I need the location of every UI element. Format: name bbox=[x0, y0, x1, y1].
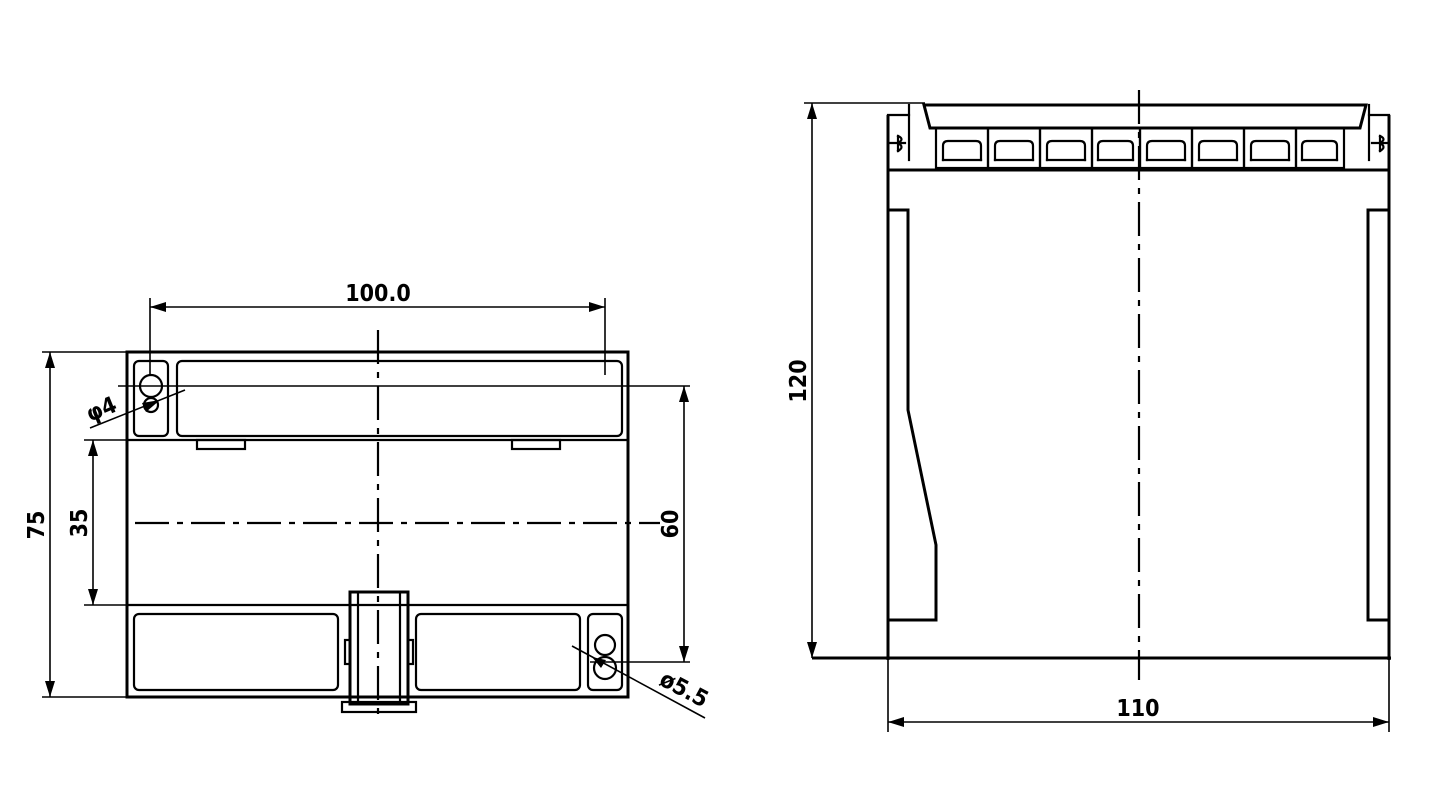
dim-label-rail: 35 bbox=[67, 509, 93, 538]
arrow bbox=[807, 103, 817, 119]
leader-line bbox=[89, 389, 186, 429]
bottom-mount-tab bbox=[586, 612, 624, 692]
side-screw-right bbox=[1370, 134, 1389, 153]
bottom-window-right bbox=[414, 612, 582, 692]
arrow bbox=[88, 440, 98, 456]
terminal bbox=[1294, 126, 1346, 170]
terminal bbox=[1138, 126, 1194, 170]
clip-left bbox=[195, 438, 247, 451]
arrow bbox=[589, 302, 605, 312]
arrow bbox=[142, 400, 160, 412]
top-window bbox=[175, 359, 624, 438]
terminal-cover bbox=[922, 103, 1368, 130]
dim-label-hole-top: φ4 bbox=[83, 392, 121, 428]
arrow bbox=[150, 302, 166, 312]
terminal bbox=[986, 126, 1042, 170]
front-view: 100.0 75 35 60 φ4 ø5.5 bbox=[24, 281, 712, 720]
dim-label-mount: 60 bbox=[658, 510, 684, 539]
arrow bbox=[45, 681, 55, 697]
arrow bbox=[807, 642, 817, 658]
terminal-block bbox=[934, 126, 1346, 170]
left-side-rail bbox=[888, 208, 938, 622]
dim-label-side-height: 120 bbox=[786, 359, 812, 402]
bottom-mount-hole bbox=[592, 655, 618, 681]
right-side-rail bbox=[1366, 208, 1389, 622]
terminal bbox=[1090, 126, 1142, 170]
terminal bbox=[1190, 126, 1246, 170]
dim-label-width: 100.0 bbox=[345, 281, 410, 307]
arrow bbox=[679, 386, 689, 402]
side-view: 120 110 bbox=[786, 90, 1391, 732]
arrow bbox=[888, 717, 904, 727]
arrow bbox=[679, 646, 689, 662]
clip-right bbox=[510, 438, 562, 451]
arrow bbox=[1373, 717, 1389, 727]
arrow bbox=[592, 657, 606, 668]
arrow bbox=[45, 352, 55, 368]
dim-label-height: 75 bbox=[24, 511, 50, 540]
side-screw-left bbox=[888, 134, 907, 153]
terminal bbox=[1242, 126, 1298, 170]
bottom-mount-slot bbox=[593, 633, 617, 657]
terminal bbox=[1038, 126, 1094, 170]
terminal bbox=[934, 126, 990, 170]
latch-notch bbox=[343, 638, 352, 666]
arrow bbox=[88, 589, 98, 605]
dim-label-side-width: 110 bbox=[1116, 696, 1159, 722]
latch-notch bbox=[406, 638, 415, 666]
top-mount-tab bbox=[132, 359, 170, 438]
bottom-window-left bbox=[132, 612, 340, 692]
